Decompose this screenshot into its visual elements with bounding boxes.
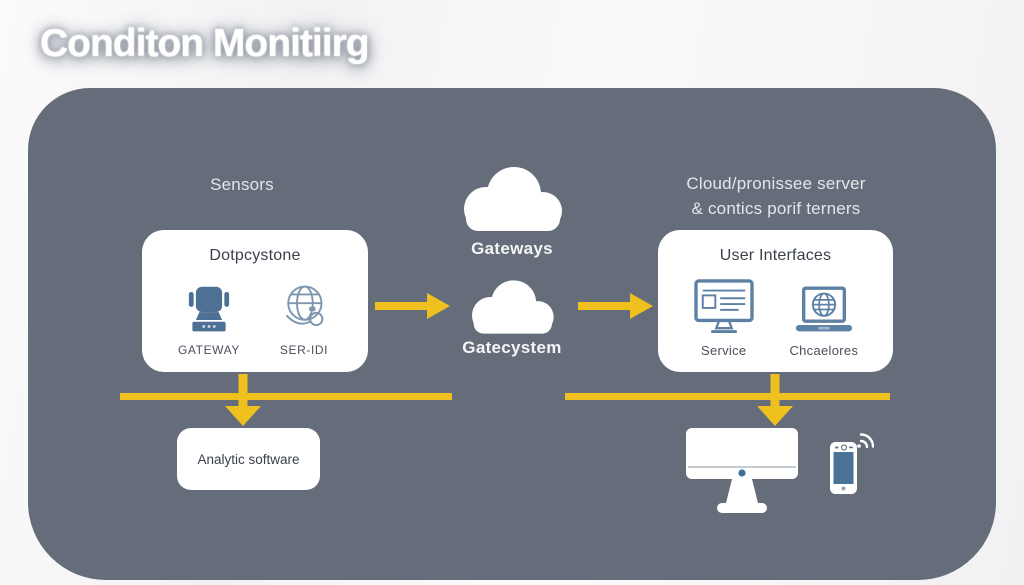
ui-item-label: Chcaelores: [789, 343, 859, 358]
diagram-panel: Sensors Dotpcystone: [28, 88, 996, 580]
sensors-card: Dotpcystone: [142, 230, 368, 372]
camera-gateway-icon: [181, 278, 237, 334]
cloud-server-heading-line2: & contics porif terners: [691, 199, 861, 218]
ui-item-service: Service: [693, 278, 755, 358]
cloud-icon: [462, 277, 562, 337]
globe-agent-icon: [276, 278, 332, 334]
ui-item-label: Service: [701, 343, 747, 358]
wifi-icon: [857, 433, 874, 449]
cloud-icon: [452, 163, 572, 235]
ui-item-chcaelores: Chcaelores: [789, 278, 858, 358]
monitor-browser-icon: [693, 278, 755, 334]
sensor-item-label: GATEWAY: [178, 343, 240, 357]
arrow-right-icon: [578, 291, 654, 321]
smartphone-icon: [828, 430, 874, 496]
flow-line-right: [565, 393, 890, 400]
arrow-down-icon: [223, 374, 263, 426]
cloud-bottom-label: Gatecystem: [462, 338, 562, 357]
analytic-software-card: Analytic software: [177, 428, 320, 490]
cloud-server-heading-line1: Cloud/pronissee server: [686, 174, 866, 193]
arrow-right-icon: [375, 291, 451, 321]
sensors-card-title: Dotpcystone: [209, 247, 301, 264]
cloud-server-heading: Cloud/pronissee server & contics porif t…: [626, 171, 926, 221]
user-interfaces-card-title: User Interfaces: [719, 247, 832, 264]
sensor-item-gateway: GATEWAY: [178, 278, 240, 357]
user-interfaces-card: User Interfaces: [658, 230, 893, 372]
arrow-down-icon: [755, 374, 795, 426]
cloud-top-label: Gateways: [471, 239, 553, 258]
desktop-monitor-icon: [686, 428, 798, 519]
page-title: Conditon Monitiirg: [40, 22, 370, 65]
flow-line-left: [120, 393, 452, 400]
laptop-globe-icon: [793, 278, 855, 334]
sensor-item-seridi: SER-IDI: [276, 278, 332, 357]
sensors-heading: Sensors: [210, 175, 274, 194]
sensor-item-label: SER-IDI: [279, 343, 329, 357]
analytic-software-label: Analytic software: [197, 451, 300, 467]
